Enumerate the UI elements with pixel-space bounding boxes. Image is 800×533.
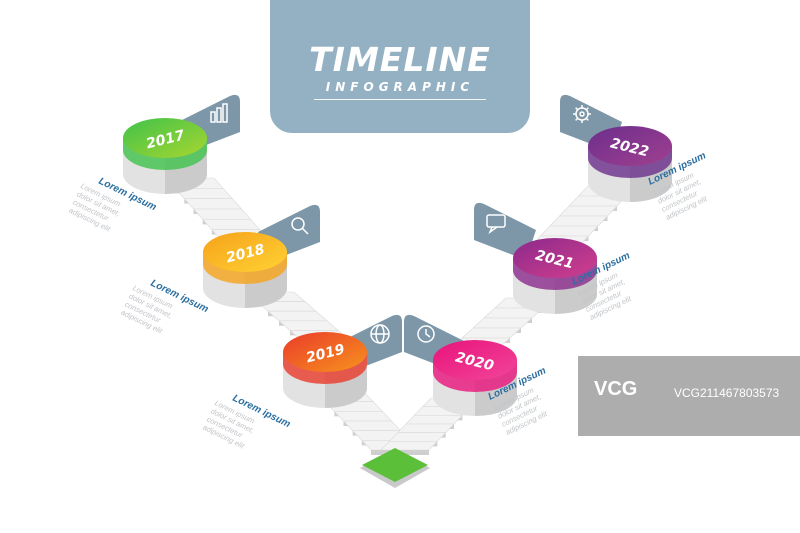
clock-icon <box>417 325 435 343</box>
platform: 2019 <box>283 332 367 408</box>
base-diamond <box>360 448 430 488</box>
stair-step <box>405 415 464 425</box>
page-title: TIMELINE <box>309 40 491 79</box>
stair-step <box>342 420 402 431</box>
tab-shape <box>474 202 536 260</box>
platform: 2020 <box>433 340 517 416</box>
stair-step <box>183 198 243 210</box>
platform-top <box>123 118 207 158</box>
stair-step <box>472 317 533 329</box>
stair-step <box>549 215 609 227</box>
platform-top <box>283 332 367 372</box>
title-banner: TIMELINE INFOGRAPHIC <box>270 0 530 133</box>
stair-step <box>267 310 328 322</box>
stair-step <box>278 320 339 331</box>
globe-icon <box>370 324 390 344</box>
platform: 2021 <box>513 238 597 314</box>
bar-chart-icon <box>210 103 228 123</box>
stairs-2022-2021 <box>530 185 637 251</box>
icon-tab <box>474 202 536 260</box>
watermark-bar <box>578 356 800 436</box>
platform-top <box>433 340 517 380</box>
stair-step <box>201 219 261 230</box>
stair-step <box>380 441 439 451</box>
stair-step <box>396 423 455 433</box>
stair-step <box>558 205 618 217</box>
chat-icon <box>486 214 506 235</box>
magnifier-icon <box>291 217 309 235</box>
platform: 2018 <box>203 232 287 308</box>
watermark-text: VCG211467803573 <box>674 386 780 400</box>
stair-step <box>192 208 252 220</box>
subtitle-underline <box>314 99 486 100</box>
platform-top <box>588 126 672 166</box>
stair-step <box>388 432 447 442</box>
stair-step <box>461 327 522 339</box>
base-top <box>362 448 428 482</box>
page-subtitle: INFOGRAPHIC <box>325 80 475 94</box>
platform: 2022 <box>588 126 672 202</box>
stair-step <box>539 225 599 237</box>
watermark-logo: VCG <box>594 378 638 400</box>
platform-top <box>203 232 287 272</box>
platform-top <box>513 238 597 278</box>
platform: 2017 <box>123 118 207 194</box>
gear-icon <box>573 105 591 123</box>
stair-step <box>333 411 393 422</box>
